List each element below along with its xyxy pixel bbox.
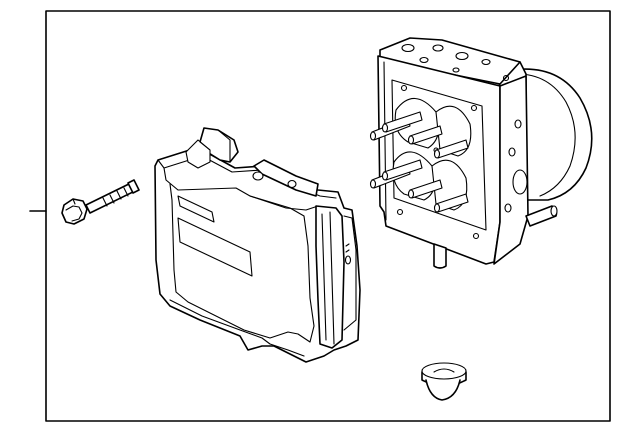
- modulator-studs: [369, 111, 469, 213]
- diagram-frame: [29, 10, 611, 422]
- electronic-control-module[interactable]: [154, 127, 361, 363]
- rubber-grommet[interactable]: [421, 362, 467, 401]
- flange-bolt[interactable]: [61, 179, 140, 225]
- hydraulic-modulator-unit[interactable]: [369, 37, 593, 269]
